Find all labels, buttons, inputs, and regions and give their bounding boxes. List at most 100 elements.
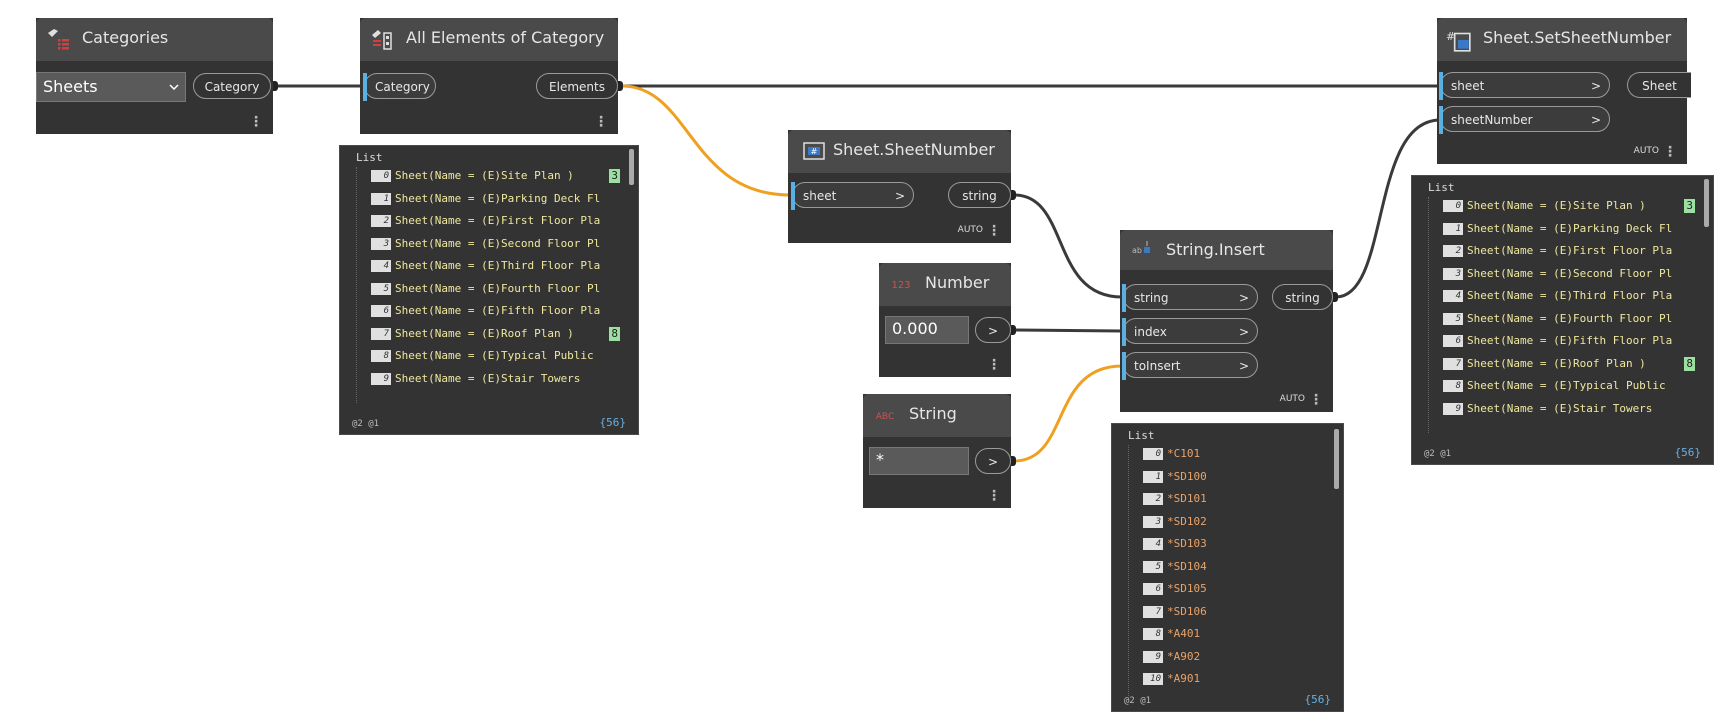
port-pin: [618, 81, 623, 91]
preview-scrollbar[interactable]: [629, 149, 634, 185]
list-index: 9: [1143, 650, 1163, 663]
wire-elements-to-sheetnumber[interactable]: [621, 84, 791, 197]
list-value: *SD104: [1167, 559, 1207, 573]
node-menu-icon[interactable]: ⋮: [987, 223, 1001, 239]
lacing-label[interactable]: AUTO: [957, 225, 983, 235]
input-port-string[interactable]: string>: [1122, 284, 1258, 312]
node-header[interactable]: All Elements of Category: [360, 18, 618, 61]
node-menu-icon[interactable]: ⋮: [987, 488, 1001, 504]
lacing-levels: @2 @1: [352, 419, 380, 429]
node-title: String.Insert: [1166, 240, 1265, 259]
list-item: 3*SD102: [1129, 513, 1329, 536]
categories-node[interactable]: Categories Sheets Category ⋮: [36, 18, 273, 134]
node-menu-icon[interactable]: ⋮: [1663, 144, 1677, 160]
input-port-sheet[interactable]: sheet>: [791, 182, 914, 210]
output-port-number[interactable]: >: [975, 317, 1011, 343]
node-header[interactable]: # Sheet.SheetNumber: [788, 130, 1011, 173]
node-menu-icon[interactable]: ⋮: [249, 114, 263, 130]
list-index: 7: [371, 327, 391, 340]
string-value-input[interactable]: *: [869, 447, 969, 475]
list-item: 8*A401: [1129, 625, 1329, 648]
item-count: {56}: [1304, 693, 1332, 706]
sheet-number-icon: #: [803, 142, 825, 160]
svg-text:123: 123: [891, 280, 910, 291]
category-dropdown[interactable]: Sheets: [36, 72, 186, 102]
list-index: 7: [1443, 357, 1463, 370]
output-port-sheet[interactable]: Sheet: [1627, 72, 1691, 98]
list-index: 9: [371, 372, 391, 385]
wire-sheetnumber-to-insert[interactable]: [1013, 193, 1123, 299]
node-header[interactable]: ab String.Insert: [1120, 230, 1333, 270]
list-item: 6*SD105: [1129, 580, 1329, 603]
preview-scrollbar[interactable]: [1334, 429, 1339, 489]
list-index: 3: [1443, 267, 1463, 280]
number-node[interactable]: 123 Number 0.000 > ⋮: [879, 263, 1011, 377]
list-item: 9*A902: [1129, 648, 1329, 671]
svg-text:#: #: [1446, 30, 1455, 43]
node-menu-icon[interactable]: ⋮: [594, 114, 608, 130]
number-value-input[interactable]: 0.000: [885, 316, 969, 344]
list-value: *A401: [1167, 627, 1201, 640]
list-index: 10: [1143, 673, 1163, 685]
input-port-toinsert[interactable]: toInsert>: [1122, 352, 1258, 380]
truncation-badge: 3: [609, 169, 620, 183]
node-title: String: [909, 404, 957, 423]
port-pin: [1011, 456, 1016, 466]
lacing-label[interactable]: AUTO: [1633, 146, 1659, 156]
preview-footer: @2 @1 {56}: [1424, 446, 1701, 459]
all-elements-node[interactable]: All Elements of Category Category Elemen…: [360, 18, 618, 134]
list-value: Sheet(Name = (E)Roof Plan ): [395, 326, 574, 340]
node-header[interactable]: Categories: [36, 18, 273, 61]
sheet-number-node[interactable]: # Sheet.SheetNumber sheet> string AUTO ⋮: [788, 130, 1011, 243]
node-header[interactable]: 123 Number: [879, 263, 1011, 306]
output-port-string[interactable]: >: [975, 448, 1011, 474]
port-label: index: [1134, 325, 1167, 339]
input-port-index[interactable]: index>: [1122, 318, 1258, 346]
list-index: 9: [1443, 402, 1463, 415]
node-title: All Elements of Category: [406, 28, 605, 47]
node-menu-icon[interactable]: ⋮: [1309, 392, 1323, 408]
list-index: 5: [371, 282, 391, 295]
string-node[interactable]: ABC String * > ⋮: [863, 394, 1011, 508]
list-index: 1: [1443, 222, 1463, 235]
string-insert-node[interactable]: ab String.Insert string> index> toInsert…: [1120, 230, 1333, 412]
input-port-category[interactable]: Category: [363, 73, 436, 101]
node-header[interactable]: # Sheet.SetSheetNumber: [1437, 18, 1687, 61]
output-port-string[interactable]: string: [948, 182, 1011, 208]
list-value: Sheet(Name = (E)Fifth Floor Pla: [1467, 334, 1673, 347]
chevron-down-icon: [169, 84, 179, 90]
wire-insert-to-sheetnumber[interactable]: [1335, 118, 1441, 299]
port-arrow: >: [1590, 113, 1601, 127]
preview-scrollbar[interactable]: [1704, 179, 1709, 227]
wire-string-to-toinsert[interactable]: [1013, 364, 1123, 463]
input-port-sheetnumber[interactable]: sheetNumber>: [1439, 106, 1610, 134]
list-value: Sheet(Name = (E)Parking Deck Fl: [1467, 221, 1673, 235]
port-label: string: [1134, 291, 1169, 305]
list-value: Sheet(Name = (E)Third Floor Pla: [1467, 289, 1673, 302]
list-index: 4: [371, 260, 391, 272]
list-value: Sheet(Name = (E)Fifth Floor Pla: [395, 304, 601, 317]
output-port-elements[interactable]: Elements: [536, 73, 618, 99]
lacing-label[interactable]: AUTO: [1279, 394, 1305, 404]
node-menu-icon[interactable]: ⋮: [987, 357, 1001, 373]
port-arrow: >: [1238, 359, 1249, 373]
truncation-badge: 8: [609, 326, 620, 341]
number-icon: 123: [891, 280, 910, 291]
output-port-string[interactable]: string: [1272, 284, 1333, 310]
lacing-levels: @2 @1: [1424, 449, 1452, 459]
node-header[interactable]: ABC String: [863, 394, 1011, 437]
output-port-category[interactable]: Category: [193, 73, 271, 99]
input-port-sheet[interactable]: sheet>: [1439, 72, 1610, 100]
list-item: 4*SD103: [1129, 535, 1329, 558]
truncation-badge: 3: [1684, 199, 1695, 213]
wire-number-to-index[interactable]: [1013, 328, 1123, 333]
set-sheet-number-node[interactable]: # Sheet.SetSheetNumber sheet> sheetNumbe…: [1437, 18, 1691, 164]
